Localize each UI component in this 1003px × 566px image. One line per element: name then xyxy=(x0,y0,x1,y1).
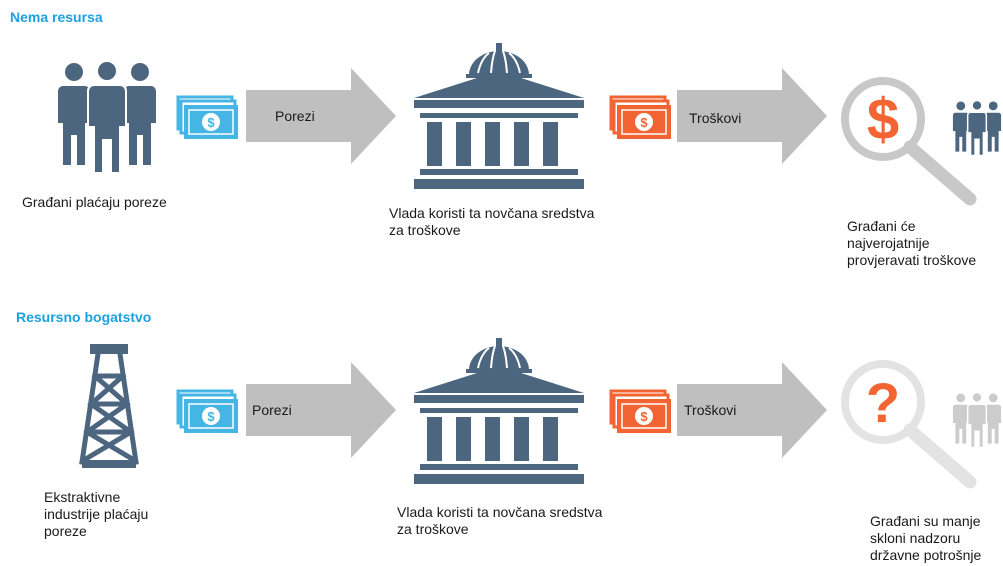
government-building-icon xyxy=(414,338,584,484)
result-caption: Građani su manje skloni nadzoru državne … xyxy=(870,513,982,563)
section-title: Nema resursa xyxy=(10,9,103,25)
government-caption: Vlada koristi ta novčana sredstva za tro… xyxy=(389,205,595,238)
citizens-small-faded-icon xyxy=(952,391,1002,449)
magnifier-question-icon: ? xyxy=(841,360,977,489)
arrow-label: Porezi xyxy=(275,108,315,124)
arrow-label: Troškovi xyxy=(684,402,737,418)
flow-row-resource-wealth: Resursno bogatstvo Ekstraktivne industri… xyxy=(0,300,1003,566)
citizens-group-icon xyxy=(58,60,156,174)
flow-arrow xyxy=(677,68,827,164)
source-caption: Ekstraktivne industrije plaćaju poreze xyxy=(44,489,149,539)
svg-text:$: $ xyxy=(640,115,648,130)
citizens-small-icon xyxy=(952,99,1002,157)
government-caption: Vlada koristi ta novčana sredstva za tro… xyxy=(397,504,603,537)
money-stack-icon: $ xyxy=(176,389,238,433)
oil-derrick-icon xyxy=(79,344,139,468)
svg-text:$: $ xyxy=(867,87,899,152)
svg-text:$: $ xyxy=(207,409,215,424)
svg-text:?: ? xyxy=(866,371,900,434)
svg-text:$: $ xyxy=(640,409,648,424)
source-caption: Građani plaćaju poreze xyxy=(22,194,167,210)
flow-arrow xyxy=(246,68,396,164)
flow-arrow xyxy=(677,362,827,458)
money-stack-icon: $ xyxy=(176,95,238,139)
svg-text:$: $ xyxy=(207,115,215,130)
arrow-label: Porezi xyxy=(252,402,292,418)
flow-arrow xyxy=(246,362,396,458)
money-stack-icon: $ xyxy=(609,389,671,433)
government-building-icon xyxy=(414,43,584,189)
money-stack-icon: $ xyxy=(609,95,671,139)
arrow-label: Troškovi xyxy=(689,110,742,126)
result-caption: Građani će najverojatnije provjeravati t… xyxy=(847,218,977,268)
section-title: Resursno bogatstvo xyxy=(16,309,152,325)
flow-row-no-resources: Nema resursa Građani plaćaju poreze $ xyxy=(10,9,1002,268)
magnifier-dollar-icon: $ xyxy=(841,77,977,206)
